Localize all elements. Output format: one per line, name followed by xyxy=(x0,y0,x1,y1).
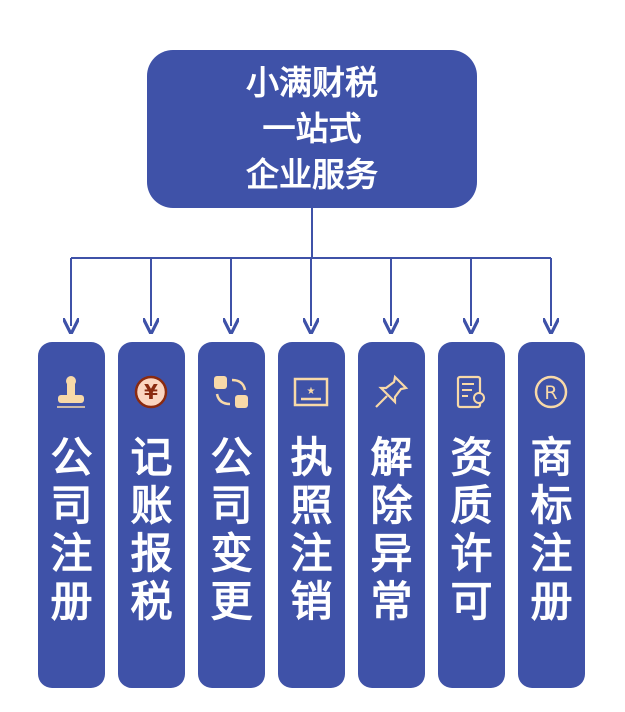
license-icon: ★ xyxy=(293,377,329,407)
yen-coin-icon: ¥ xyxy=(134,375,168,409)
exchange-icon xyxy=(214,376,248,408)
pushpin-icon xyxy=(375,374,409,408)
svg-text:★: ★ xyxy=(307,386,316,397)
title-line: 一站式 xyxy=(262,109,362,148)
service-card[interactable]: 解除异常 xyxy=(358,342,425,688)
svg-text:R: R xyxy=(544,382,557,404)
title-line: 企业服务 xyxy=(246,155,378,194)
service-label: 记账报税 xyxy=(130,433,173,626)
certificate-icon xyxy=(456,375,485,409)
service-card[interactable]: ★ 执照注销 xyxy=(278,342,345,688)
title-line: 小满财税 xyxy=(246,63,378,102)
service-card[interactable]: 资质许可 xyxy=(438,342,505,688)
registered-trademark-icon: R xyxy=(534,375,568,409)
service-label: 解除异常 xyxy=(370,433,413,626)
service-label: 商标注册 xyxy=(530,433,573,626)
service-label: 资质许可 xyxy=(450,433,493,626)
svg-text:¥: ¥ xyxy=(144,380,158,404)
service-card[interactable]: R 商标注册 xyxy=(518,342,585,688)
title-box: 小满财税 一站式 企业服务 xyxy=(147,50,477,208)
service-card[interactable]: 公司变更 xyxy=(198,342,265,688)
service-card[interactable]: ¥ 记账报税 xyxy=(118,342,185,688)
service-label: 公司注册 xyxy=(50,433,93,626)
service-label: 公司变更 xyxy=(210,433,253,626)
service-label: 执照注销 xyxy=(290,433,333,626)
stamp-icon xyxy=(57,376,85,408)
service-card[interactable]: 公司注册 xyxy=(38,342,105,688)
